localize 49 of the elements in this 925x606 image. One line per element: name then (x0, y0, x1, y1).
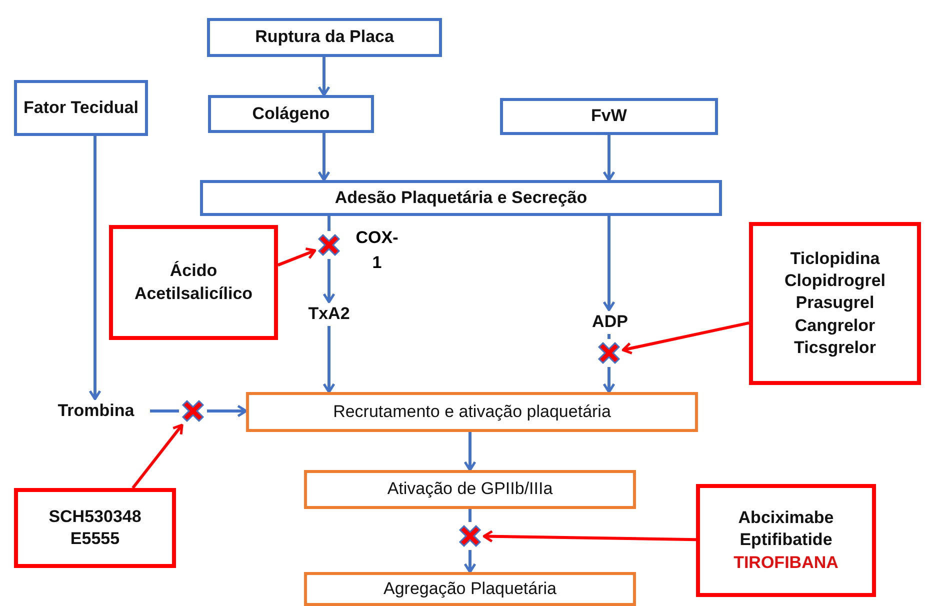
process-box: Ativação de GPIIb/IIIa (304, 470, 636, 509)
arrow (132, 424, 184, 489)
connector-line (608, 334, 610, 339)
mediator-text: TxA2 (300, 302, 358, 326)
connector-line (328, 216, 330, 231)
connector-line (150, 410, 179, 412)
process-box: Colágeno (208, 95, 374, 133)
process-box: Recrutamento e ativação plaquetária (246, 392, 698, 432)
arrow (622, 321, 750, 354)
arrow (322, 259, 336, 304)
drug-name: TIROFIBANA (734, 552, 838, 574)
process-box: Adesão Plaquetária e Secreção (200, 180, 722, 216)
drug-name: Ticsgrelor (794, 336, 876, 359)
arrow (88, 136, 102, 400)
block-cross-icon (595, 339, 623, 367)
arrow (602, 135, 616, 182)
drug-box (696, 484, 876, 597)
arrow (482, 530, 696, 543)
drug-name: Prasugrel (796, 292, 874, 314)
process-box: Ruptura da Placa (207, 18, 442, 57)
arrow (318, 133, 330, 182)
block-cross-icon (456, 522, 484, 550)
mediator-text: ADP (583, 310, 637, 334)
arrow (464, 432, 476, 472)
drug-name: Abciximabe (738, 507, 834, 530)
arrow (602, 367, 616, 394)
drug-name: Clopidrogrel (784, 270, 886, 292)
arrow (602, 216, 616, 312)
mediator-text: Trombina (42, 399, 150, 423)
arrow (207, 404, 248, 418)
drug-name: Eptifibatide (740, 529, 832, 552)
block-cross-icon (315, 231, 343, 259)
drug-box (14, 488, 176, 568)
arrow (277, 248, 316, 266)
arrow (318, 57, 330, 96)
process-box: FvW (500, 98, 718, 135)
drug-box (749, 222, 921, 385)
process-box: Agregação Plaquetária (304, 572, 636, 606)
drug-name: Ticlopidina (790, 248, 880, 270)
drug-name: E5555 (70, 528, 120, 550)
block-cross-icon (179, 397, 207, 425)
enzyme-label: COX- 1 (354, 227, 400, 274)
arrow (464, 550, 476, 574)
connector-line (468, 509, 472, 522)
arrow (322, 326, 336, 394)
drug-box: Ácido Acetilsalicílico (109, 225, 278, 340)
drug-name: SCH530348 (48, 506, 142, 528)
drug-name: Cangrelor (794, 314, 876, 337)
process-box: Fator Tecidual (14, 80, 148, 136)
